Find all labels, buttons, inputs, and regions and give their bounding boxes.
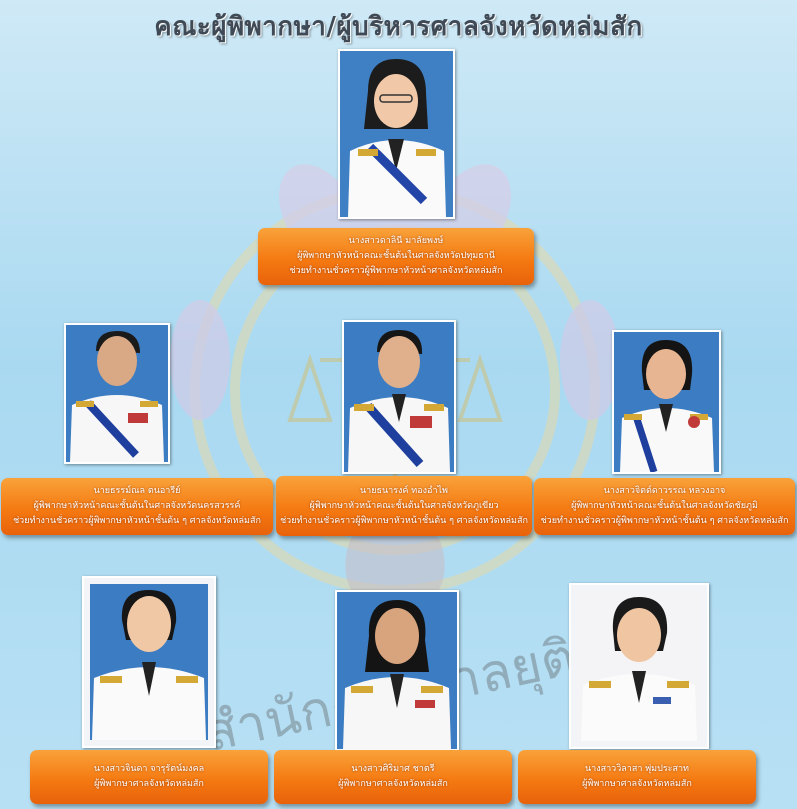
person-position: ผู้พิพากษาศาลจังหวัดหล่มสัก (338, 779, 448, 789)
person-name: นางสาวจินดา จารุรัตน์มงคล (93, 764, 205, 774)
person-position: ผู้พิพากษาหัวหน้าคณะชั้นต้นในศาลจังหวัดป… (297, 251, 495, 261)
person-card-5: นางสาวจินดา จารุรัตน์มงคล ผู้พิพากษาศาลจ… (30, 750, 268, 804)
person-card-3: นายธนารงค์ ทองอำไพ ผู้พิพากษาหัวหน้าคณะช… (276, 476, 532, 536)
person-name: นางสาวดาลินี มาลัยพงษ์ (348, 236, 444, 246)
person-position: ผู้พิพากษาศาลจังหวัดหล่มสัก (94, 779, 204, 789)
person-acting-position: ช่วยทำงานชั่วคราวผู้พิพากษาหัวหน้าชั้นต้… (540, 516, 789, 526)
person-portrait-icon (577, 591, 701, 741)
person-name: นางสาวศิริมาศ ชาตรี (351, 764, 435, 774)
person-card-1: นางสาวดาลินี มาลัยพงษ์ ผู้พิพากษาหัวหน้า… (258, 228, 534, 285)
person-acting-position: ช่วยทำงานชั่วคราวผู้พิพากษาหัวหน้าชั้นต้… (280, 515, 528, 526)
portrait-photo-2 (64, 323, 170, 464)
person-portrait-icon (337, 592, 457, 749)
person-name: นายธรรม์ณล ตนอารีย์ (93, 486, 181, 496)
person-card-6: นางสาวศิริมาศ ชาตรี ผู้พิพากษาศาลจังหวัด… (274, 750, 512, 804)
person-position: ผู้พิพากษาหัวหน้าคณะชั้นต้นในศาลจังหวัดช… (571, 501, 758, 511)
person-name: นางสาววิลาสา พุ่มประสาท (585, 764, 689, 774)
person-position: ผู้พิพากษาหัวหน้าคณะชั้นต้นในศาลจังหวัดภ… (309, 500, 499, 511)
person-acting-position: ช่วยทำงานชั่วคราวผู้พิพากษาหัวหน้าชั้นต้… (13, 516, 261, 526)
person-position: ผู้พิพากษาหัวหน้าคณะชั้นต้นในศาลจังหวัดน… (33, 501, 241, 511)
person-position: ผู้พิพากษาศาลจังหวัดหล่มสัก (582, 779, 692, 789)
page-title: คณะผู้พิพากษา/ผู้บริหารศาลจังหวัดหล่มสัก (154, 12, 643, 42)
person-portrait-icon (344, 322, 454, 472)
portrait-photo-3 (342, 320, 456, 474)
person-name: นายธนารงค์ ทองอำไพ (360, 485, 448, 496)
person-name: นางสาวจิตต์ดาวรรณ หลวงอาจ (603, 486, 726, 496)
person-portrait-icon (90, 584, 208, 740)
person-portrait-icon (614, 332, 719, 472)
portrait-photo-1 (338, 49, 455, 219)
person-card-7: นางสาววิลาสา พุ่มประสาท ผู้พิพากษาศาลจัง… (518, 750, 756, 804)
portrait-photo-4 (612, 330, 721, 474)
person-card-4: นางสาวจิตต์ดาวรรณ หลวงอาจ ผู้พิพากษาหัวห… (534, 478, 795, 535)
portrait-photo-7 (569, 583, 709, 749)
person-acting-position: ช่วยทำงานชั่วคราวผู้พิพากษาหัวหน้าศาลจัง… (289, 266, 503, 276)
person-card-2: นายธรรม์ณล ตนอารีย์ ผู้พิพากษาหัวหน้าคณะ… (1, 478, 273, 535)
portrait-photo-6 (335, 590, 459, 751)
person-portrait-icon (340, 51, 453, 217)
person-portrait-icon (66, 325, 168, 462)
portrait-photo-5 (82, 576, 216, 748)
